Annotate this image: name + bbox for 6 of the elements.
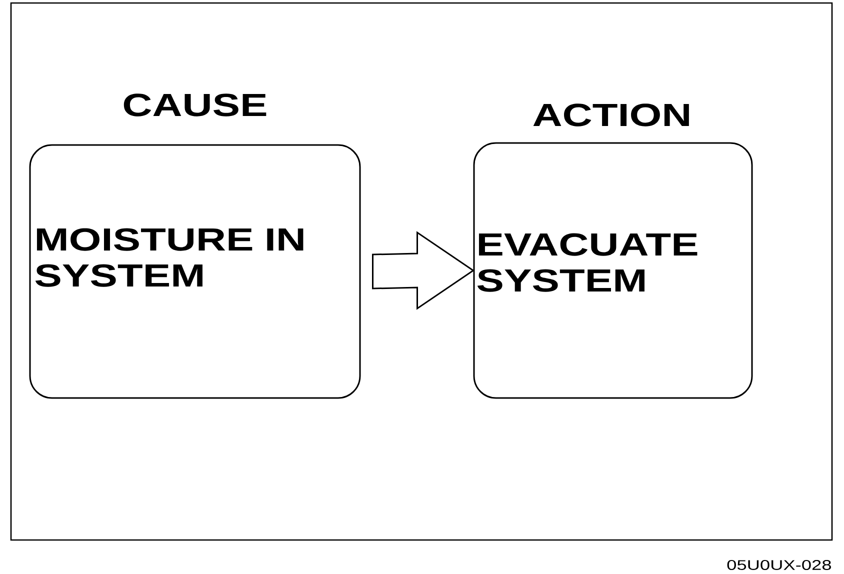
block-arrow (372, 231, 475, 310)
figure-code: 05U0UX-028 (727, 560, 831, 570)
heading: CAUSE (124, 94, 266, 116)
box-text: MOISTURE IN SYSTEM (35, 228, 304, 287)
box-text: EVACUATE SYSTEM (477, 233, 698, 292)
heading: ACTION (533, 104, 689, 126)
